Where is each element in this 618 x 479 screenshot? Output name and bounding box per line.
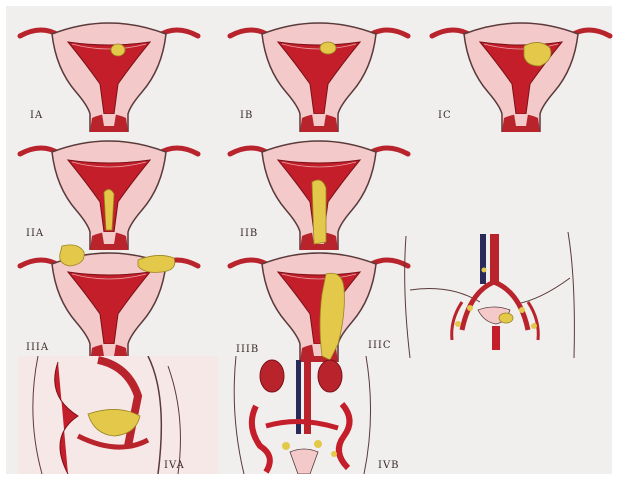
stage-label-ia: IA xyxy=(30,110,43,121)
tumor-mark xyxy=(138,255,175,272)
stage-label-iiib: IIIB xyxy=(236,344,259,355)
stage-iva-panel: IVA xyxy=(18,356,218,474)
abdominal-organs-diagram-icon xyxy=(226,356,416,474)
lymph-node-pelvic-diagram-icon xyxy=(400,230,606,360)
tumor-mark xyxy=(320,273,344,360)
stage-label-iib: IIB xyxy=(240,228,258,239)
stage-iiic-panel: IIIC xyxy=(400,230,606,360)
stage-ivb-panel: IVB xyxy=(226,356,416,474)
tumor-mark xyxy=(111,44,125,56)
stage-label-ivb: IVB xyxy=(378,460,400,471)
stage-label-ic: IC xyxy=(438,110,452,121)
stage-label-ib: IB xyxy=(240,110,253,121)
uterus-diagram-icon xyxy=(424,14,618,132)
stage-label-iiia: IIIA xyxy=(26,342,49,353)
sagittal-pelvis-diagram-icon xyxy=(18,356,218,474)
stage-ic-panel: IC xyxy=(424,14,618,132)
tumor-mark xyxy=(104,189,114,230)
tumor-mark xyxy=(60,245,85,266)
stage-label-iiic: IIIC xyxy=(368,340,392,351)
tumor-mark xyxy=(320,42,336,54)
stage-iib-panel: IIB xyxy=(222,132,416,250)
stage-ia-panel: IA xyxy=(12,14,206,132)
stage-ib-panel: IB xyxy=(222,14,416,132)
stage-iiia-panel: IIIA xyxy=(12,244,206,362)
stage-iia-panel: IIA xyxy=(12,132,206,250)
stage-label-iva: IVA xyxy=(164,460,185,471)
tumor-mark xyxy=(312,180,326,244)
stage-label-iia: IIA xyxy=(26,228,44,239)
